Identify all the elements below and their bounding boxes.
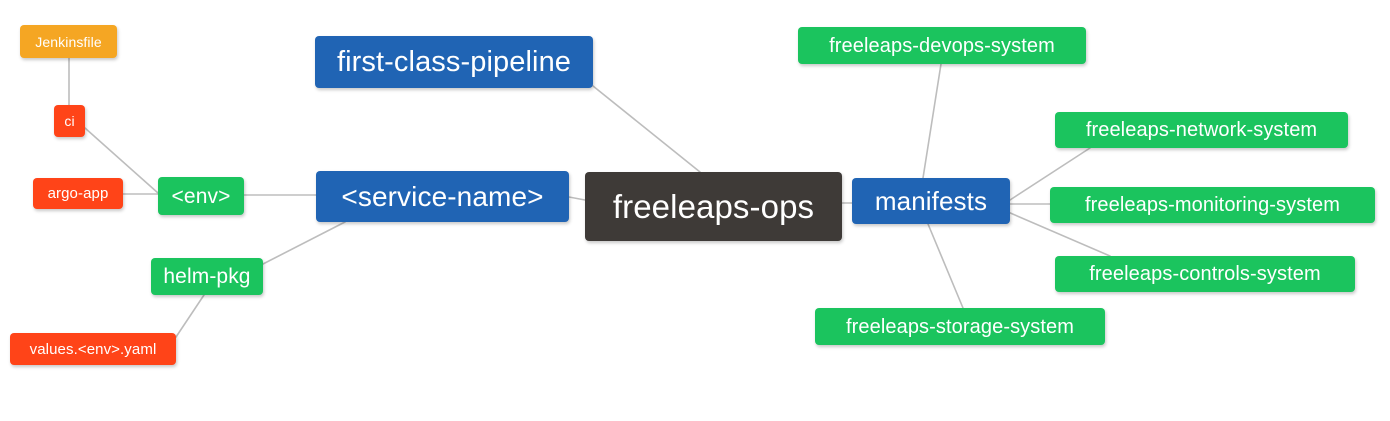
edge-values-yaml-to-helm-pkg bbox=[175, 294, 205, 338]
node-ci[interactable]: ci bbox=[54, 105, 85, 137]
edge-manifests-to-freeleaps-devops-system bbox=[922, 63, 942, 179]
node-values-yaml[interactable]: values.<env>.yaml bbox=[10, 333, 176, 365]
edge-manifests-to-freeleaps-controls-system bbox=[1007, 211, 1111, 257]
node-label: <service-name> bbox=[341, 180, 544, 212]
edge-helm-pkg-to-service-name bbox=[262, 221, 346, 265]
node-freeleaps-ops[interactable]: freeleaps-ops bbox=[585, 172, 842, 241]
node-freeleaps-controls-system[interactable]: freeleaps-controls-system bbox=[1055, 256, 1355, 292]
node-freeleaps-storage-system[interactable]: freeleaps-storage-system bbox=[815, 308, 1105, 345]
node-label: manifests bbox=[874, 186, 988, 216]
node-label: helm-pkg bbox=[163, 265, 251, 288]
node-label: freeleaps-ops bbox=[612, 188, 815, 225]
edge-service-name-to-freeleaps-ops bbox=[568, 196, 586, 201]
node-argo-app[interactable]: argo-app bbox=[33, 178, 123, 209]
node-label: freeleaps-network-system bbox=[1085, 119, 1318, 141]
node-freeleaps-monitoring-system[interactable]: freeleaps-monitoring-system bbox=[1050, 187, 1375, 223]
node-label: freeleaps-storage-system bbox=[845, 315, 1075, 338]
edge-ci-to-env bbox=[84, 127, 159, 194]
node-label: freeleaps-devops-system bbox=[829, 34, 1055, 57]
node-label: freeleaps-controls-system bbox=[1089, 263, 1321, 285]
node-env[interactable]: <env> bbox=[158, 177, 244, 215]
node-label: first-class-pipeline bbox=[336, 45, 572, 78]
node-label: Jenkinsfile bbox=[35, 33, 102, 50]
node-helm-pkg[interactable]: helm-pkg bbox=[151, 258, 263, 295]
node-manifests[interactable]: manifests bbox=[852, 178, 1010, 224]
node-label: values.<env>.yaml bbox=[29, 340, 157, 358]
node-label: freeleaps-monitoring-system bbox=[1084, 194, 1340, 216]
node-freeleaps-devops-system[interactable]: freeleaps-devops-system bbox=[798, 27, 1086, 64]
node-freeleaps-network-system[interactable]: freeleaps-network-system bbox=[1055, 112, 1348, 148]
edge-manifests-to-freeleaps-storage-system bbox=[927, 223, 964, 309]
node-label: ci bbox=[64, 113, 75, 129]
node-first-class-pipeline[interactable]: first-class-pipeline bbox=[315, 36, 593, 88]
node-label: <env> bbox=[171, 184, 231, 208]
node-jenkinsfile[interactable]: Jenkinsfile bbox=[20, 25, 117, 58]
node-service-name[interactable]: <service-name> bbox=[316, 171, 569, 222]
edge-first-class-pipeline-to-freeleaps-ops bbox=[592, 85, 701, 173]
edge-manifests-to-freeleaps-network-system bbox=[1009, 147, 1091, 201]
node-label: argo-app bbox=[47, 185, 109, 202]
